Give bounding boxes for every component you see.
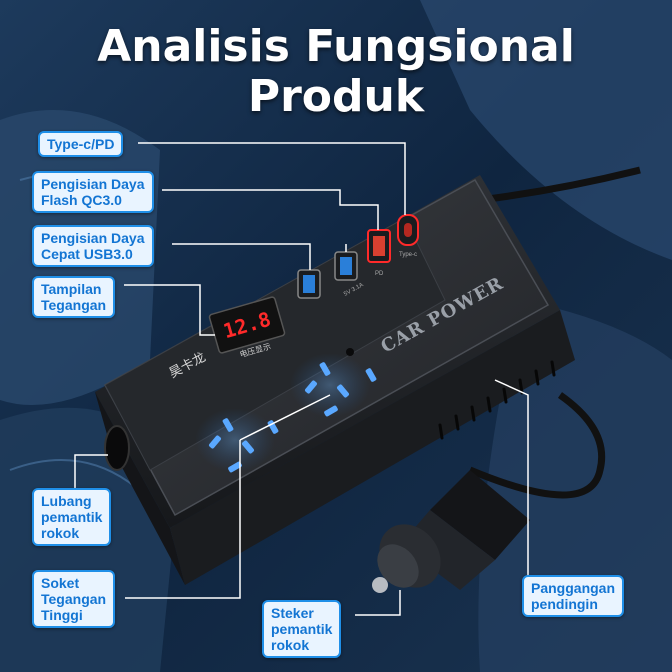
- title-line-1: Analisis Fungsional: [97, 21, 575, 72]
- ac-socket-left: [195, 408, 279, 473]
- callout-voltage: Tampilan Tegangan: [32, 276, 116, 318]
- usb-ports: 5V 3.1A: [297, 251, 365, 299]
- title-line-2: Produk: [247, 71, 425, 122]
- callout-plug-line: pemantik: [271, 621, 333, 637]
- callout-socket-line: Tinggi: [41, 607, 83, 623]
- callout-qc3-line: Flash QC3.0: [41, 192, 122, 208]
- power-cable-back: [479, 166, 641, 204]
- cooling-vents: [438, 360, 556, 440]
- callout-usb3-line: Pengisian Daya: [41, 230, 145, 246]
- callout-lighter-hole-line: pemantik: [41, 509, 103, 525]
- callout-socket: Soket Tegangan Tinggi: [32, 570, 116, 628]
- power-cable: [468, 392, 606, 499]
- callout-lighter-hole-line: Lubang: [41, 493, 92, 509]
- callout-voltage-line: Tegangan: [41, 297, 107, 313]
- page-title: Analisis Fungsional Produk: [0, 22, 672, 122]
- leader-lines: [74, 142, 529, 616]
- callout-voltage-line: Tampilan: [41, 281, 102, 297]
- callout-qc3-line: Pengisian Daya: [41, 176, 145, 192]
- ac-socket-right: [290, 348, 377, 417]
- callout-type-c-text: Type-c/PD: [47, 136, 115, 152]
- type-c-port: Type-c: [397, 214, 419, 258]
- callout-cooling-line: pendingin: [531, 596, 598, 612]
- pd-port-label: PD: [375, 271, 384, 277]
- callout-usb3: Pengisian Daya Cepat USB3.0: [32, 225, 154, 267]
- callout-type-c: Type-c/PD: [38, 131, 124, 157]
- typec-port-label: Type-c: [399, 252, 417, 258]
- callout-plug-line: Steker: [271, 605, 314, 621]
- callout-plug: Steker pemantik rokok: [262, 600, 342, 658]
- callout-lighter-hole-line: rokok: [41, 525, 80, 541]
- qc-pd-port: PD: [367, 229, 391, 277]
- dashboard-shape: [420, 0, 672, 260]
- callout-plug-line: rokok: [271, 637, 310, 653]
- callout-usb3-line: Cepat USB3.0: [41, 246, 133, 262]
- callout-cooling: Panggangan pendingin: [522, 575, 625, 617]
- callout-cooling-line: Panggangan: [531, 580, 616, 596]
- lighter-hole: [104, 425, 130, 471]
- callout-socket-line: Tegangan: [41, 591, 107, 607]
- callout-qc3: Pengisian Daya Flash QC3.0: [32, 171, 154, 213]
- callout-socket-line: Soket: [41, 575, 80, 591]
- callout-lighter-hole: Lubang pemantik rokok: [32, 488, 112, 546]
- cigarette-plug: [372, 470, 530, 593]
